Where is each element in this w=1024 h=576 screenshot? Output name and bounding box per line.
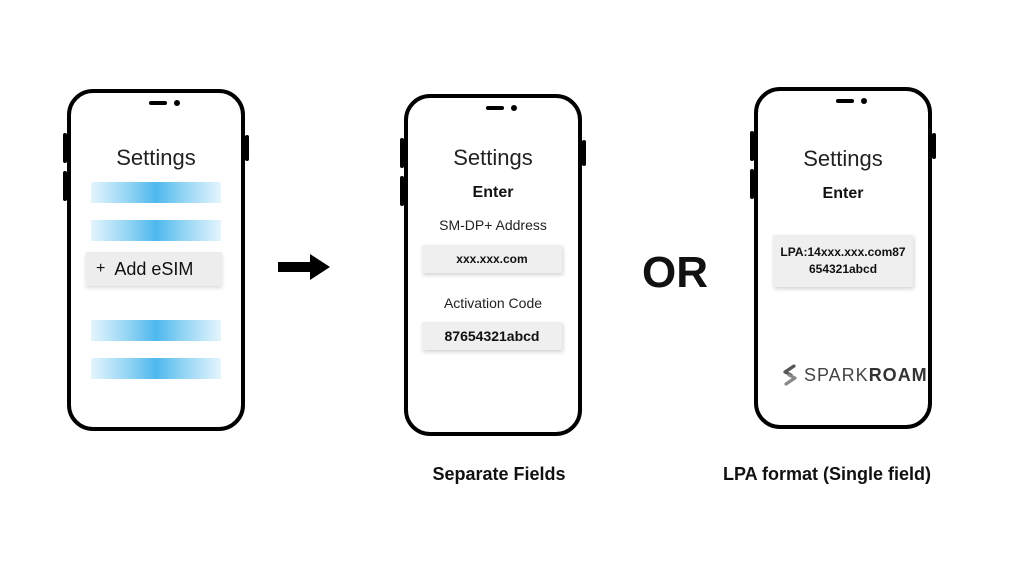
phone-speaker — [149, 101, 167, 105]
phone-lpa-format: Settings Enter LPA:14xxx.xxx.com87 65432… — [750, 87, 936, 429]
settings-placeholder-bar — [91, 358, 221, 379]
add-esim-button[interactable]: + Add eSIM — [86, 252, 222, 286]
page-title: Settings — [116, 145, 196, 170]
sparkroam-logo: SPARKROAM — [780, 363, 928, 387]
lpa-code-line: 654321abcd — [808, 262, 878, 276]
settings-placeholder-bar — [91, 220, 221, 241]
phone-settings: Settings + Add eSIM — [63, 89, 249, 431]
page-title: Settings — [803, 146, 883, 171]
sparkroam-logo-icon — [783, 364, 797, 386]
phone-camera — [511, 105, 517, 111]
phone-side-button — [750, 169, 754, 199]
phone-speaker — [486, 106, 504, 110]
phone-side-button — [582, 140, 586, 166]
plus-icon: + — [96, 260, 106, 277]
sparkroam-wordmark: SPARKROAM — [804, 364, 928, 385]
enter-heading: Enter — [472, 184, 514, 201]
phone-camera — [174, 100, 180, 106]
activation-code-label: Activation Code — [443, 295, 543, 311]
right-arrow-icon — [278, 254, 330, 280]
phone-speaker — [836, 99, 854, 103]
phone-side-button — [400, 138, 404, 168]
phone-camera — [861, 98, 867, 104]
phone-side-button — [400, 176, 404, 206]
settings-placeholder-bar — [91, 182, 221, 203]
settings-placeholder-bar — [91, 320, 221, 341]
phone-separate-fields: Settings Enter SM-DP+ Address xxx.xxx.co… — [400, 94, 586, 436]
lpa-code-field[interactable]: LPA:14xxx.xxx.com87 654321abcd — [773, 235, 913, 287]
phone-side-button — [63, 171, 67, 201]
caption-lpa-format: LPA format (Single field) — [722, 464, 931, 484]
phone-side-button — [750, 131, 754, 161]
enter-heading: Enter — [822, 185, 864, 202]
or-divider: OR — [642, 248, 708, 297]
activation-code-field[interactable]: 87654321abcd — [422, 322, 562, 350]
phone-side-button — [245, 135, 249, 161]
add-esim-label: Add eSIM — [114, 258, 194, 279]
phone-side-button — [63, 133, 67, 163]
caption-separate-fields: Separate Fields — [432, 464, 566, 484]
page-title: Settings — [453, 145, 533, 170]
lpa-code-line: LPA:14xxx.xxx.com87 — [780, 245, 906, 259]
phone-side-button — [932, 133, 936, 159]
sm-dp-address-field[interactable]: xxx.xxx.com — [422, 245, 562, 273]
sm-dp-address-label: SM-DP+ Address — [439, 217, 547, 233]
